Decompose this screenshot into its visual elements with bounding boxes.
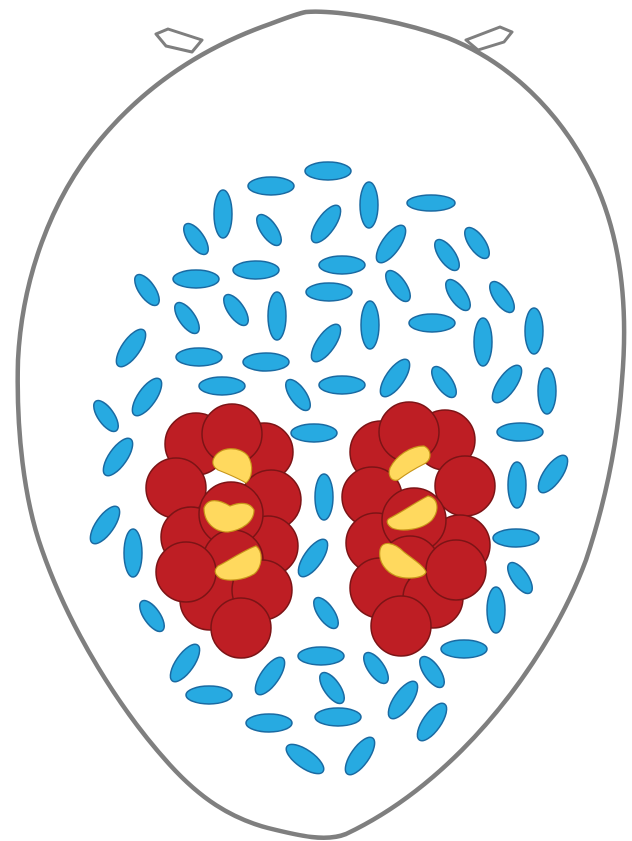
blue-cell [441,640,487,658]
blue-cell [538,368,556,414]
blue-cell [176,348,222,366]
red-cell [371,596,431,656]
blue-cell [409,314,455,332]
blue-cell [474,318,492,366]
blue-cell [407,195,455,211]
blue-cell [361,301,379,349]
blue-cell [319,256,365,274]
blue-cell [243,353,289,371]
blue-cell [315,474,333,520]
blue-cell [186,686,232,704]
blue-cell [315,708,361,726]
blue-cell [525,308,543,354]
blue-cell [199,377,245,395]
blue-cell [298,647,344,665]
blue-cell [233,261,279,279]
blue-cell [306,283,352,301]
blue-cell [214,190,232,238]
blue-cell [173,270,219,288]
blue-cell [248,177,294,195]
red-cell [426,540,486,600]
blue-cell [487,587,505,633]
horn-left [156,29,202,52]
blue-cell [291,424,337,442]
blue-cell [319,376,365,394]
blue-cell [124,529,142,577]
red-cell [211,598,271,658]
blue-cell [508,462,526,508]
blue-cell [497,423,543,441]
horn-right [466,27,512,50]
blue-cell [493,529,539,547]
blue-cell [305,162,351,180]
red-cell [156,542,216,602]
blue-cell [268,292,286,340]
blue-cell [246,714,292,732]
blue-cell [360,182,378,228]
